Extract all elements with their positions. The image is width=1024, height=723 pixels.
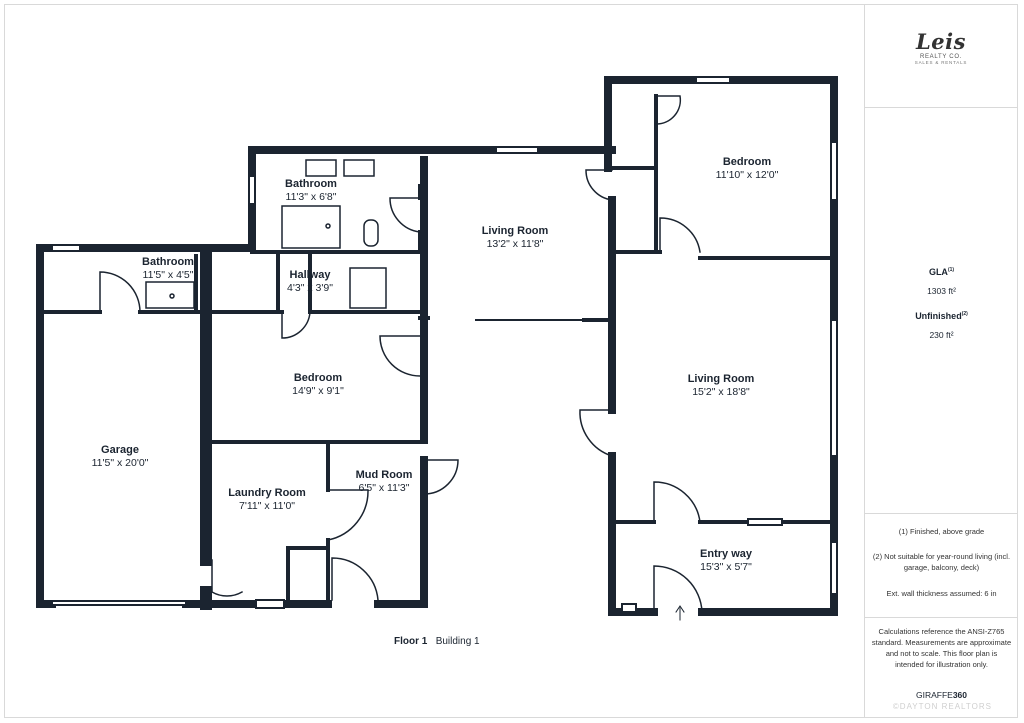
room-dimensions: 15'3" x 5'7" — [700, 561, 752, 574]
giraffe360-credit: GIRAFFE360 — [915, 690, 968, 700]
page-frame — [4, 4, 1018, 718]
unfinished-label: Unfinished(2) — [915, 311, 968, 321]
building-name: Building 1 — [435, 636, 480, 647]
room-bedroom-2: Bedroom 14'9" x 9'1" — [292, 372, 344, 398]
room-name: Living Room — [687, 373, 755, 385]
room-dimensions: 11'5" x 4'5" — [142, 269, 194, 282]
gla-footnote: (1) — [947, 267, 955, 273]
room-name: Living Room — [481, 225, 549, 237]
info-sidebar: Leis REALTY CO. SALES & RENTALS GLA(1) 1… — [864, 5, 1018, 717]
gla-label: GLA(1) — [928, 267, 955, 277]
room-dimensions: 14'9" x 9'1" — [292, 385, 344, 398]
disclaimer: Calculations reference the ANSI-Z765 sta… — [871, 627, 1012, 669]
room-dimensions: 13'2" x 11'8" — [486, 238, 544, 251]
room-name: Garage — [101, 444, 139, 456]
floor-name: Floor 1 — [394, 636, 428, 647]
room-name: Bathroom — [142, 256, 194, 268]
divider — [865, 617, 1018, 618]
logo-subtitle: REALTY CO. — [919, 54, 963, 60]
room-hallway: Hallway 4'3" x 3'9" — [287, 269, 333, 295]
room-bathroom-1: Bathroom 11'3" x 6'8" — [285, 178, 337, 204]
room-living-room-1: Living Room 13'2" x 11'8" — [482, 225, 549, 251]
room-name: Bedroom — [722, 156, 772, 168]
entry-arrow — [675, 605, 685, 621]
room-name: Entry way — [700, 548, 752, 560]
room-entry-way: Entry way 15'3" x 5'7" — [700, 548, 752, 574]
divider — [865, 107, 1018, 108]
room-name: Bedroom — [293, 372, 343, 384]
unfinished-value: 230 ft² — [929, 330, 954, 340]
room-dimensions: 11'5" x 20'0" — [91, 457, 149, 470]
room-laundry-room: Laundry Room 7'11" x 11'0" — [228, 487, 306, 513]
fixtures — [145, 159, 387, 309]
room-dimensions: 11'10" x 12'0" — [715, 169, 779, 182]
room-living-room-2: Living Room 15'2" x 18'8" — [688, 373, 755, 399]
note-finished: (1) Finished, above grade — [898, 527, 985, 536]
room-dimensions: 6'5" x 11'3" — [358, 482, 410, 495]
note-unfinished: (2) Not suitable for year-round living (… — [872, 552, 1011, 572]
room-dimensions: 11'3" x 6'8" — [285, 191, 337, 204]
floor-plan — [36, 76, 838, 621]
room-mud-room: Mud Room 6'5" x 11'3" — [356, 469, 413, 495]
logo-tagline: SALES & RENTALS — [914, 60, 968, 65]
room-dimensions: 7'11" x 11'0" — [238, 500, 296, 513]
doors — [99, 95, 703, 613]
floor-label: Floor 1 Building 1 — [394, 636, 480, 647]
gla-value: 1303 ft² — [927, 286, 956, 296]
room-name: Hallway — [289, 269, 331, 281]
interior-walls-left — [38, 184, 614, 602]
room-bedroom-1: Bedroom 11'10" x 12'0" — [716, 156, 779, 182]
room-garage: Garage 11'5" x 20'0" — [92, 444, 149, 470]
exterior-walls-left — [36, 146, 616, 608]
divider — [865, 513, 1018, 514]
unfinished-footnote: (2) — [961, 311, 968, 317]
room-dimensions: 4'3" x 3'9" — [287, 282, 333, 295]
logo-wordmark: Leis — [916, 29, 966, 54]
windows — [51, 76, 838, 613]
note-wall-thickness: Ext. wall thickness assumed: 6 in — [886, 589, 997, 598]
room-name: Bathroom — [285, 178, 337, 190]
room-name: Laundry Room — [228, 487, 306, 499]
watermark: ©DAYTON REALTORS — [892, 702, 992, 711]
brand-logo: Leis REALTY CO. SALES & RENTALS — [910, 31, 972, 65]
room-name: Mud Room — [355, 469, 413, 481]
room-bathroom-2: Bathroom 11'5" x 4'5" — [142, 256, 194, 282]
room-dimensions: 15'2" x 18'8" — [692, 386, 750, 399]
